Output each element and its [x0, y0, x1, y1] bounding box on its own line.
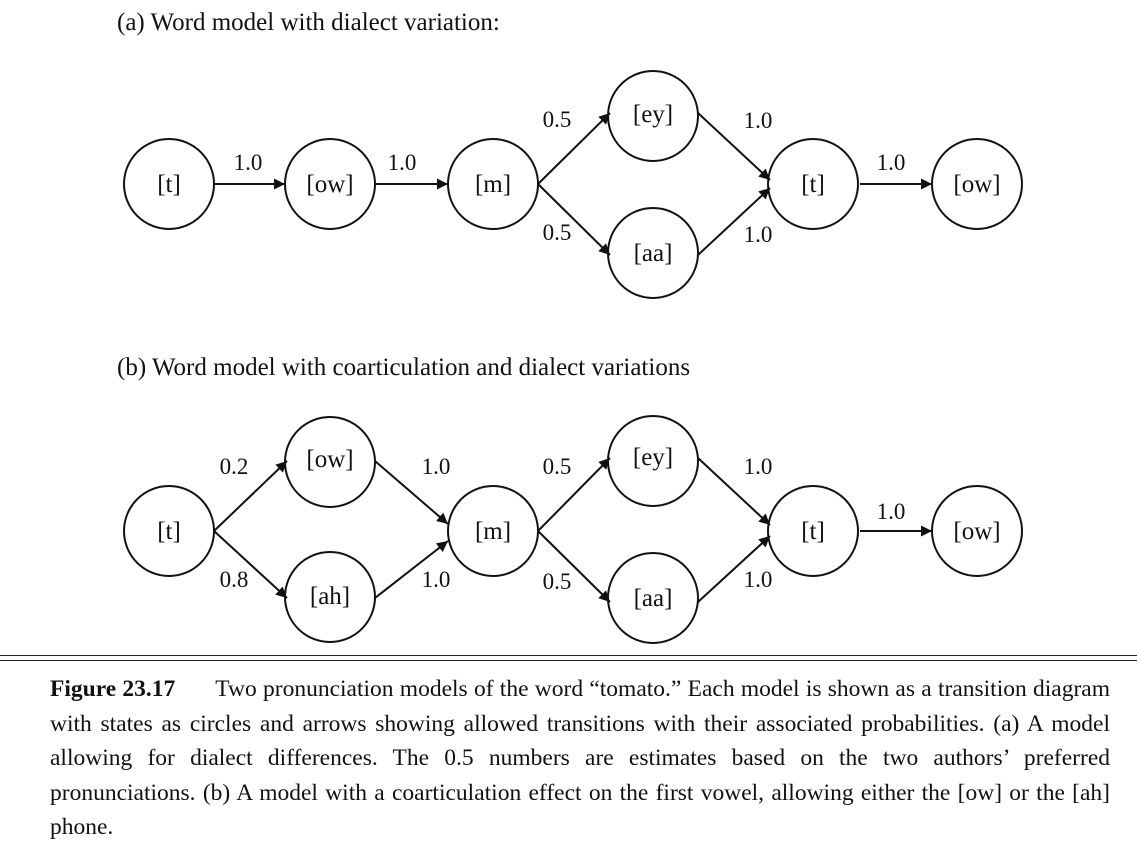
state-a-ow1-label: [ow] [306, 171, 353, 198]
caption-text: Two pronunciation models of the word “to… [50, 676, 1110, 840]
panel-a-title: (a) Word model with dialect variation: [117, 9, 500, 36]
edge-b-m-ey-label: 0.5 [543, 454, 572, 479]
panel-a-arrows [214, 112, 932, 256]
caption-rule-bottom [0, 660, 1137, 661]
state-b-aa-label: [aa] [634, 585, 673, 612]
state-a-aa-label: [aa] [634, 240, 673, 267]
edge-a-aa-t2-label: 1.0 [744, 222, 773, 247]
panel-b-states [123, 415, 1023, 644]
panel-b-arrows [213, 457, 932, 603]
state-b-t2 [767, 485, 859, 577]
arrow-a-aa-t2 [697, 187, 771, 256]
edge-a-m-ey-label: 0.5 [543, 107, 572, 132]
state-a-m-label: [m] [475, 171, 511, 198]
panel-b-edge-labels: 0.2 0.8 1.0 1.0 0.5 0.5 1.0 1.0 1.0 [220, 454, 906, 594]
panel-a-edge-labels: 1.0 1.0 0.5 0.5 1.0 1.0 1.0 [234, 107, 906, 247]
edge-b-ah-m-label: 1.0 [422, 567, 451, 592]
edge-a-t2-ow2-label: 1.0 [877, 150, 906, 175]
state-a-t1-label: [t] [157, 171, 181, 198]
edge-b-t1-ow1-label: 0.2 [220, 454, 249, 479]
state-b-t2-label: [t] [801, 518, 825, 545]
arrow-b-ey-t2 [697, 457, 771, 526]
state-b-ah-label: [ah] [310, 583, 350, 610]
arrow-a-m-aa [537, 183, 611, 256]
panel-b-title: (b) Word model with coarticulation and d… [117, 354, 690, 381]
state-b-t1-label: [t] [157, 518, 181, 545]
edge-b-ow1-m-label: 1.0 [422, 454, 451, 479]
state-a-t2 [767, 138, 859, 230]
state-a-ow2-label: [ow] [953, 171, 1000, 198]
panel-b-state-labels: [t] [ow] [ah] [m] [ey] [aa] [t] [ow] [157, 444, 1000, 612]
arrow-b-ow1-m [374, 460, 449, 525]
edge-b-aa-t2-label: 1.0 [744, 567, 773, 592]
edge-a-m-aa-label: 0.5 [543, 220, 572, 245]
edge-b-t1-ah-label: 0.8 [220, 567, 249, 592]
arrow-b-t1-ah [213, 530, 288, 599]
panel-a-state-labels: [t] [ow] [m] [ey] [aa] [t] [ow] [157, 101, 1000, 267]
edge-a-t1-ow1-label: 1.0 [234, 150, 263, 175]
edge-b-t2-ow2-label: 1.0 [877, 499, 906, 524]
arrow-b-ah-m [374, 540, 449, 599]
arrow-b-m-ey [537, 457, 611, 532]
arrow-a-m-ey [537, 112, 611, 185]
state-a-t2-label: [t] [801, 171, 825, 198]
state-b-ow2-label: [ow] [953, 518, 1000, 545]
state-a-ey-label: [ey] [633, 101, 673, 128]
edge-b-ey-t2-label: 1.0 [744, 454, 773, 479]
arrow-b-t1-ow1 [213, 460, 288, 532]
arrow-a-ey-t2 [697, 112, 771, 181]
arrow-b-m-aa [537, 530, 611, 603]
transition-diagrams: (a) Word model with dialect variation: [… [117, 9, 1023, 644]
caption-rule-top [0, 655, 1137, 656]
state-b-ow1-label: [ow] [306, 446, 353, 473]
edge-b-m-aa-label: 0.5 [543, 569, 572, 594]
state-b-ey-label: [ey] [633, 444, 673, 471]
arrow-b-aa-t2 [697, 535, 771, 603]
figure-number: Figure 23.17 [50, 676, 176, 702]
edge-a-ow1-m-label: 1.0 [388, 150, 417, 175]
state-b-m-label: [m] [475, 518, 511, 545]
edge-a-ey-t2-label: 1.0 [744, 108, 773, 133]
